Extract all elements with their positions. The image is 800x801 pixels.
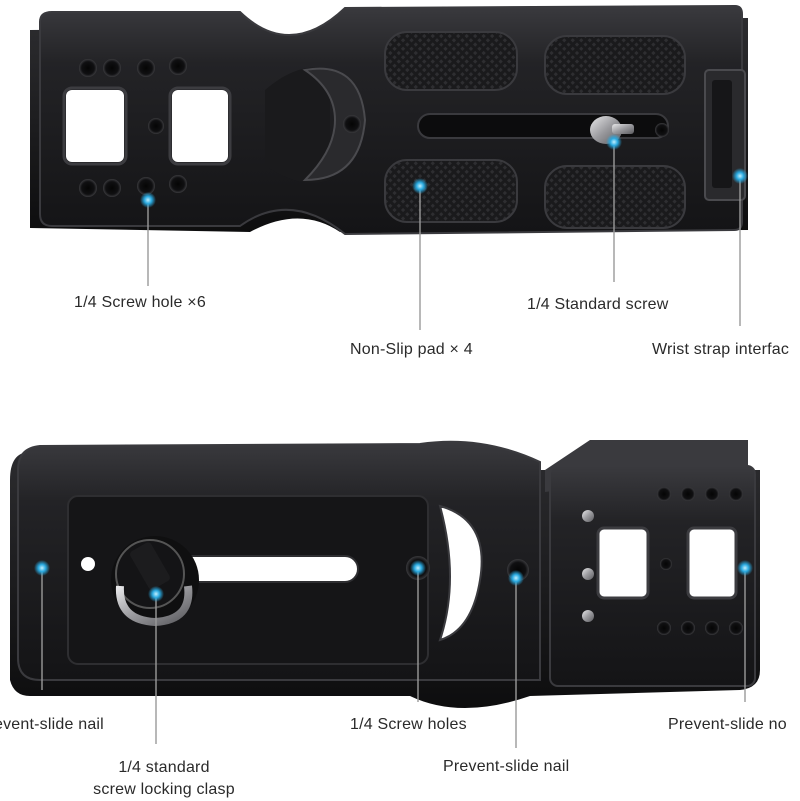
label-prevent-slide-right: Prevent-slide no <box>668 716 787 733</box>
wrist-strap-block <box>704 69 746 201</box>
label-locking-clasp: 1/4 standard screw locking clasp <box>74 757 254 801</box>
label-prevent-slide-left: event-slide nail <box>0 716 104 733</box>
label-locking-clasp-line2: screw locking clasp <box>93 781 235 798</box>
label-locking-clasp-line1: 1/4 standard <box>118 759 210 776</box>
callout-dots <box>34 134 753 602</box>
callouts <box>41 142 746 748</box>
bottom-screw-holes <box>657 487 743 635</box>
label-standard-screw: 1/4 Standard screw <box>527 296 669 313</box>
label-screw-holes: 1/4 Screw holes <box>350 716 467 733</box>
bottom-plate <box>10 440 760 708</box>
locking-clasp <box>111 536 199 627</box>
top-plate <box>30 4 748 236</box>
top-screw-holes <box>79 57 187 197</box>
top-cutout-right <box>172 90 228 162</box>
label-prevent-slide-center: Prevent-slide nail <box>443 758 570 775</box>
non-slip-pads <box>384 31 686 229</box>
label-non-slip-pad: Non-Slip pad × 4 <box>350 341 473 358</box>
top-cutout-left <box>66 90 124 162</box>
label-wrist-strap: Wrist strap interfac <box>652 341 790 358</box>
label-screw-hole: 1/4 Screw hole ×6 <box>74 294 206 311</box>
